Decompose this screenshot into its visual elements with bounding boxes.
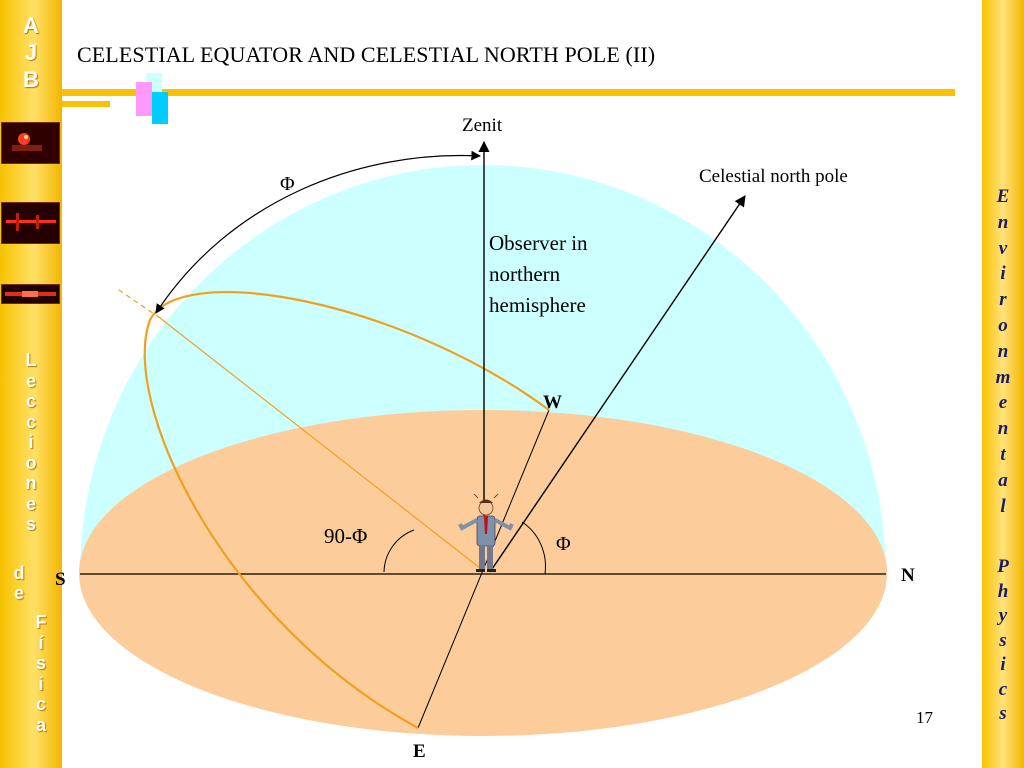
letter: e [25, 493, 36, 514]
phi-angle-arc [521, 521, 546, 575]
letter: P [997, 556, 1009, 577]
letter: s [999, 629, 1007, 651]
letter: o [25, 452, 37, 473]
letter: F [35, 612, 47, 632]
right-sidebar [982, 0, 1024, 768]
vertical-text-fisica: F í s i c a [10, 612, 72, 735]
horizon-plane [79, 410, 887, 736]
logo-letter: J [24, 40, 38, 65]
letter: s [999, 703, 1007, 724]
letter: l [1000, 495, 1006, 517]
east-label: E [413, 741, 426, 762]
decor-square-cyan [152, 92, 168, 124]
west-label: W [543, 392, 562, 413]
letter: n [997, 418, 1009, 440]
letter: L [25, 350, 37, 370]
pole-label: Celestial north pole [699, 166, 848, 187]
title-underline [62, 89, 955, 96]
letter: i [1000, 654, 1006, 675]
page-number: 17 [916, 708, 933, 727]
letter: e [13, 583, 24, 603]
title-underline-short [62, 101, 110, 107]
letter: e [25, 370, 36, 391]
ajb-logo: A J B [0, 12, 62, 93]
thumbnail-image-3 [1, 284, 60, 304]
letter: y [998, 605, 1008, 626]
observer-figure-icon [458, 493, 514, 572]
vertical-text-physics: P h y s i c s [982, 555, 1024, 727]
phi-arc-label: Φ [280, 173, 295, 195]
letter: v [998, 237, 1008, 259]
phi-arc-arrow [155, 150, 481, 314]
north-label: N [901, 565, 915, 586]
observer-label-line-1: Observer in [489, 231, 588, 255]
letter: E [996, 186, 1010, 207]
letter: h [997, 580, 1009, 602]
letter: r [999, 289, 1007, 311]
phi-angle-label: Φ [556, 533, 571, 555]
complement-angle-label: 90-Φ [324, 524, 367, 548]
observer-label-line-2: northern [489, 262, 561, 286]
thumbnail-image-2 [1, 202, 60, 244]
letter: s [25, 514, 36, 534]
slide-title: CELESTIAL EQUATOR AND CELESTIAL NORTH PO… [77, 42, 656, 67]
letter: d [13, 563, 25, 583]
zenit-label: Zenit [462, 115, 503, 136]
logo-letter: B [23, 67, 39, 92]
letter: n [25, 473, 37, 493]
letter: c [998, 678, 1008, 700]
south-label: S [55, 569, 66, 590]
letter: n [997, 340, 1009, 362]
vertical-text-environmental: E n v i r o n m e n t a l [982, 184, 1024, 519]
pole-arrow [489, 195, 746, 573]
celestial-equator [143, 291, 550, 729]
complement-angle-arc [383, 529, 415, 573]
observer-label-line-3: hemisphere [489, 293, 586, 317]
letter: a [998, 469, 1008, 491]
letter: i [28, 432, 34, 452]
thumbnail-1-art [2, 123, 59, 163]
logo-letter: A [23, 13, 39, 38]
thumbnail-2-art [2, 203, 59, 243]
letter: c [25, 391, 36, 411]
thumbnail-3-art [2, 285, 59, 303]
vertical-text-lecciones: L e c c i o n e s [0, 350, 62, 535]
decor-square-pink [136, 82, 152, 116]
letter: e [998, 392, 1008, 414]
letter: n [997, 211, 1009, 233]
thumbnail-image-1 [1, 122, 60, 164]
letter: a [35, 714, 46, 735]
vertical-text-de: d e [11, 563, 27, 603]
letter: i [1000, 263, 1006, 285]
letter: i [38, 673, 44, 694]
letter: í [38, 632, 44, 653]
letter: c [35, 694, 46, 714]
letter: o [998, 314, 1008, 336]
letter: s [35, 653, 46, 673]
title-decoration [62, 73, 955, 124]
letter: t [1000, 443, 1006, 465]
equator-normal-line [159, 317, 486, 573]
letter: c [25, 411, 36, 432]
letter: m [995, 366, 1011, 388]
